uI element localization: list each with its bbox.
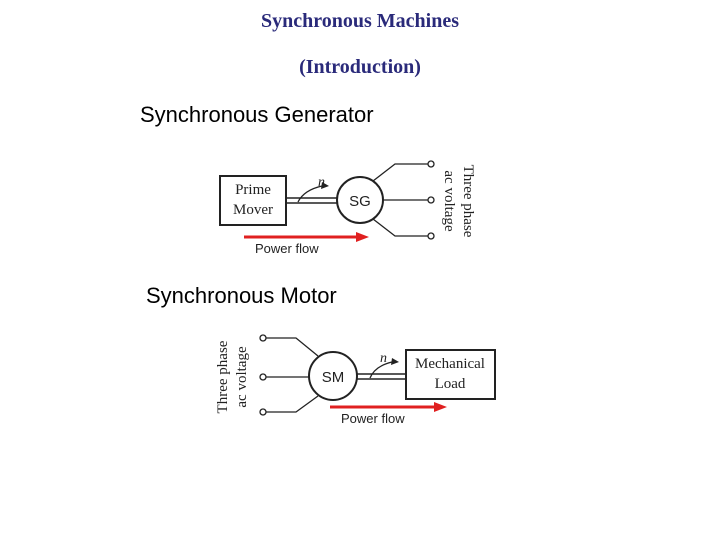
motor-rotation-arrow: [369, 361, 393, 379]
motor-power-flow-label: Power flow: [341, 411, 405, 426]
motor-terminal-1: [259, 334, 267, 342]
motor-heading: Synchronous Motor: [146, 283, 337, 308]
prime-mover-box: [219, 175, 287, 226]
generator-lead-3: [372, 218, 428, 237]
generator-rotation-arrowhead: [321, 182, 329, 189]
motor-speed-symbol: n: [380, 351, 387, 366]
prime-mover-label-line2: Mover: [233, 202, 273, 218]
motor-lead-1: [266, 337, 319, 357]
motor-diagram: Three phase ac voltage SM n Mechanical L…: [215, 334, 496, 426]
mechanical-load-label-line2: Load: [435, 376, 466, 392]
generator-heading: Synchronous Generator: [140, 102, 374, 127]
sm-circle: [308, 351, 358, 401]
motor-terminal-2: [259, 373, 267, 381]
slide-title: Synchronous Machines: [260, 10, 459, 32]
generator-lead-1: [372, 163, 428, 182]
generator-terminal-2: [427, 196, 435, 204]
sg-label: SG: [349, 193, 371, 210]
generator-terminal-1: [427, 160, 435, 168]
mechanical-load-box: [405, 349, 496, 400]
mechanical-load-label-line1: Mechanical: [415, 356, 485, 372]
motor-rotation-arrowhead: [391, 358, 399, 365]
motor-terminal-3: [259, 408, 267, 416]
generator-terminal-3: [427, 232, 435, 240]
motor-voltage-label-line1: Three phase: [215, 340, 231, 413]
generator-voltage-label-line1: Three phase: [460, 165, 476, 238]
generator-rotation-arrow: [297, 185, 323, 203]
sm-label: SM: [322, 369, 345, 386]
motor-lead-3: [266, 395, 319, 413]
motor-power-flow-arrowhead: [434, 402, 447, 412]
generator-power-flow-label: Power flow: [255, 241, 319, 256]
slide-subtitle: (Introduction): [299, 56, 421, 78]
generator-power-flow-arrowhead: [356, 232, 369, 242]
prime-mover-label-line1: Prime: [235, 182, 271, 198]
motor-voltage-label-line2: ac voltage: [234, 346, 250, 408]
generator-diagram: Prime Mover n SG Three phase ac voltage …: [219, 160, 476, 256]
generator-speed-symbol: n: [318, 175, 325, 190]
generator-voltage-label-line2: ac voltage: [441, 170, 457, 232]
